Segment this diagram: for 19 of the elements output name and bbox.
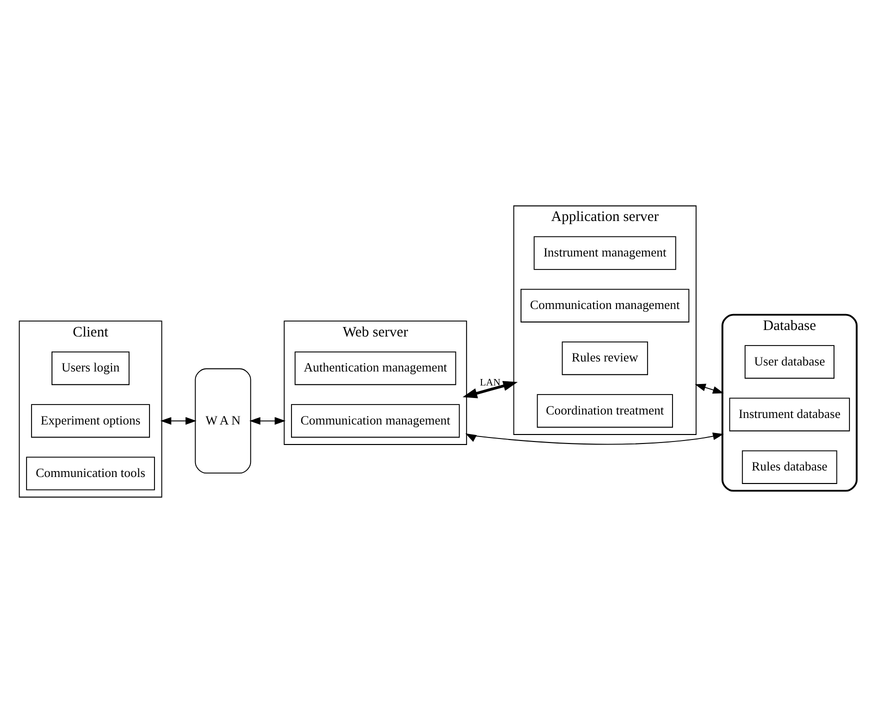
node-box: Rules database bbox=[742, 450, 838, 484]
node-box: Rules review bbox=[562, 341, 648, 375]
arrow bbox=[160, 416, 196, 424]
node-box: Communication management bbox=[520, 288, 690, 322]
arrow bbox=[462, 380, 518, 398]
node-box: W A N bbox=[194, 368, 252, 474]
arrow bbox=[465, 432, 724, 444]
node-box: Authentication management bbox=[294, 351, 456, 385]
arrow bbox=[694, 383, 724, 394]
node-box: Instrument management bbox=[534, 236, 676, 270]
node-box: Instrument database bbox=[729, 397, 850, 431]
node-box: User database bbox=[744, 344, 834, 378]
node-box: Coordination treatment bbox=[536, 394, 673, 428]
node-box: Experiment options bbox=[31, 404, 150, 438]
node-box: Communication tools bbox=[26, 456, 155, 490]
arrow bbox=[249, 416, 286, 424]
node-box: Communication management bbox=[291, 404, 460, 438]
node-box: Users login bbox=[52, 351, 130, 385]
edge-label: LAN bbox=[480, 376, 500, 388]
